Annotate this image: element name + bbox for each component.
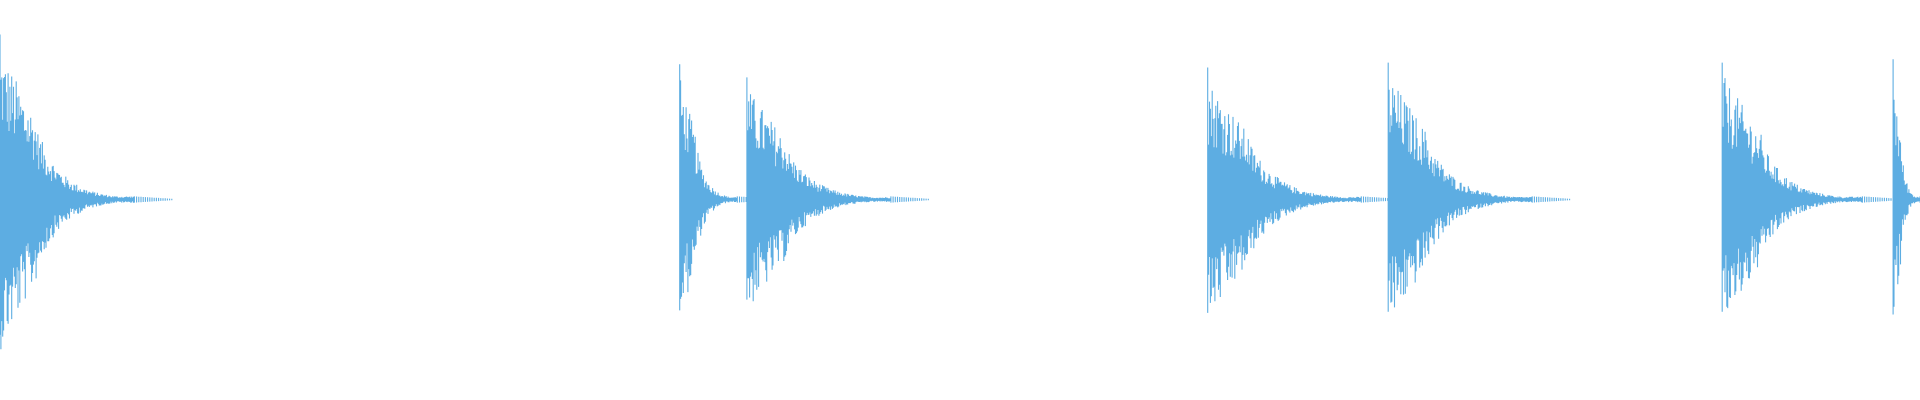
- waveform-burst-path: [0, 34, 173, 350]
- waveform-bursts: [0, 34, 1920, 350]
- waveform-transient: [0, 34, 173, 350]
- waveform-transient: [746, 77, 929, 302]
- waveform-transient: [1892, 59, 1920, 315]
- waveform-burst-path: [1892, 59, 1920, 315]
- waveform-transient: [1207, 67, 1400, 313]
- waveform-burst-path: [1387, 62, 1571, 312]
- waveform-transient: [1387, 62, 1571, 312]
- waveform-burst-path: [1207, 67, 1400, 313]
- waveform-transient: [1721, 62, 1901, 312]
- waveform-burst-path: [1721, 62, 1901, 312]
- waveform-burst-path: [746, 77, 929, 302]
